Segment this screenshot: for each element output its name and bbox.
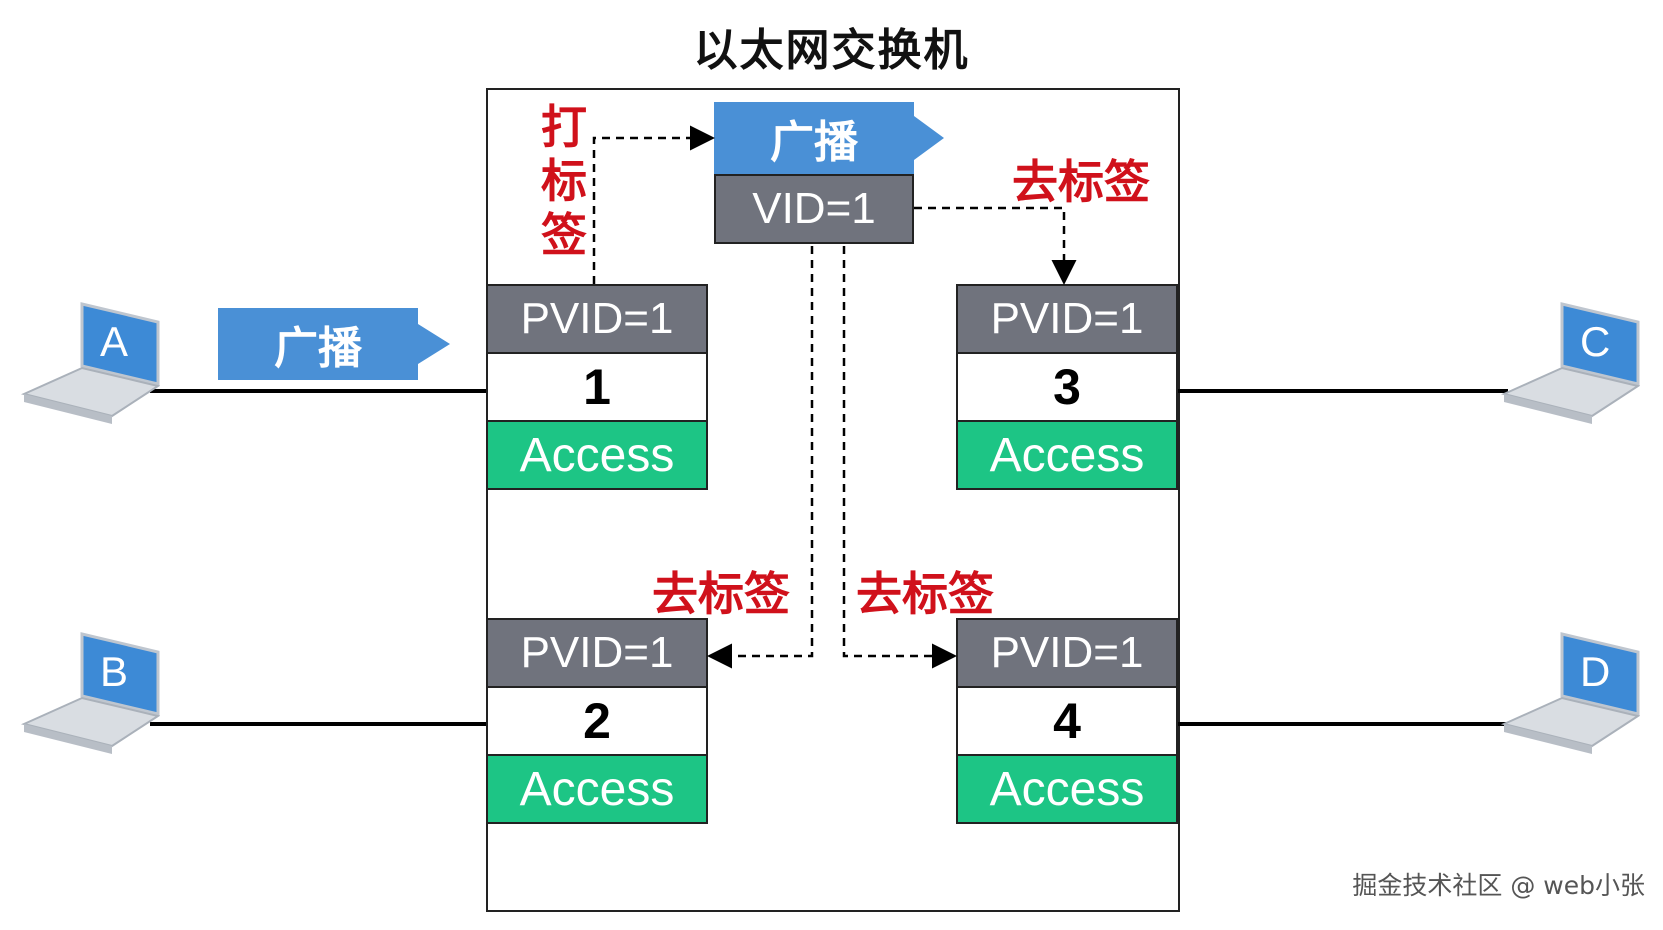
host-b: B [20, 630, 161, 760]
cable-port3-c [1178, 389, 1508, 393]
cable-b-port2 [150, 722, 488, 726]
port-pvid: PVID=1 [958, 286, 1176, 354]
untag-flow-line-3 [914, 206, 1077, 285]
port-pvid: PVID=1 [958, 620, 1176, 688]
cable-port4-d [1178, 722, 1508, 726]
untag-label-port4: 去标签 [856, 567, 994, 621]
port-pvid: PVID=1 [488, 286, 706, 354]
laptop-icon [1500, 632, 1641, 754]
laptop-icon [20, 632, 161, 754]
host-broadcast-label: 广播 [274, 323, 362, 374]
tagged-frame: 广播 VID=1 [714, 102, 950, 246]
arrow-right-icon [218, 308, 450, 380]
port-3: PVID=1 3 Access [956, 284, 1178, 490]
frame-broadcast-label: 广播 [770, 117, 858, 168]
host-c: C [1500, 300, 1641, 430]
port-number: 3 [958, 354, 1176, 422]
laptop-icon [20, 302, 161, 424]
watermark: 掘金技术社区 @ web小张 [1352, 871, 1645, 900]
host-broadcast-arrow: 广播 [218, 306, 456, 382]
port-mode: Access [488, 422, 706, 488]
tag-label: 打标签 [541, 100, 587, 262]
port-4: PVID=1 4 Access [956, 618, 1178, 824]
untag-flow-line-4 [842, 246, 957, 669]
port-2: PVID=1 2 Access [486, 618, 708, 824]
port-mode: Access [488, 756, 706, 822]
laptop-icon [1500, 302, 1641, 424]
host-label: B [100, 648, 129, 695]
untag-label-port2: 去标签 [652, 567, 790, 621]
frame-vid: VID=1 [714, 174, 914, 244]
port-number: 1 [488, 354, 706, 422]
untag-label-port3: 去标签 [1012, 155, 1150, 209]
arrow-right-icon [714, 102, 944, 174]
port-number: 4 [958, 688, 1176, 756]
host-a: A [20, 300, 161, 430]
host-label: A [100, 318, 129, 365]
host-label: D [1580, 648, 1611, 695]
cable-a-port1 [150, 389, 488, 393]
port-pvid: PVID=1 [488, 620, 706, 688]
port-mode: Access [958, 756, 1176, 822]
port-mode: Access [958, 422, 1176, 488]
port-1: PVID=1 1 Access [486, 284, 708, 490]
tag-flow-line [592, 125, 715, 284]
diagram-title: 以太网交换机 [693, 25, 970, 76]
port-number: 2 [488, 688, 706, 756]
host-label: C [1580, 318, 1611, 365]
host-d: D [1500, 630, 1641, 760]
untag-flow-line-2 [707, 246, 814, 669]
